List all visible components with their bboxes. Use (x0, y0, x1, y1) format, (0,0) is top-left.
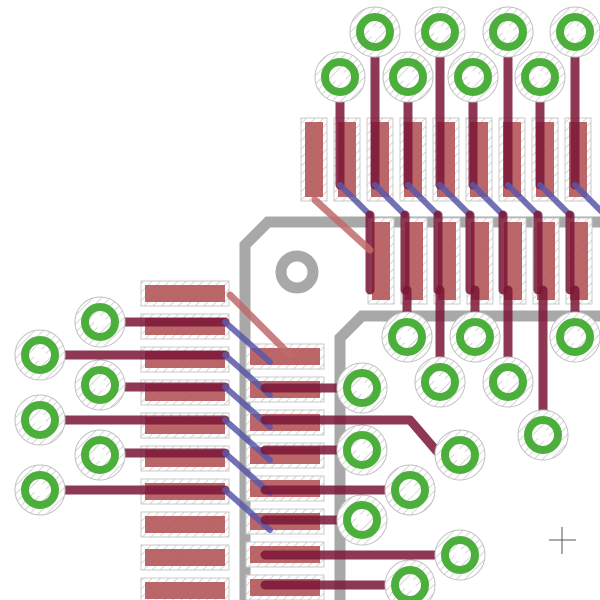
via (343, 501, 381, 539)
via (391, 566, 429, 600)
via (391, 471, 429, 509)
via-hole (502, 376, 514, 388)
via-hole (434, 26, 446, 38)
via (441, 536, 479, 574)
vias-layer (14, 6, 600, 600)
via-hole (569, 331, 581, 343)
via (388, 318, 426, 356)
via-hole (356, 444, 368, 456)
trace-bottom-layer (470, 182, 506, 218)
via (343, 369, 381, 407)
smd-pad (145, 549, 225, 566)
via (521, 58, 559, 96)
via-hole (404, 484, 416, 496)
via (21, 401, 59, 439)
via-hole (537, 429, 549, 441)
via-hole (356, 514, 368, 526)
trace-bottom-layer (337, 182, 373, 218)
via-hole (401, 331, 413, 343)
smd-pad (504, 222, 522, 300)
via-hole (369, 26, 381, 38)
smd-pad (145, 516, 225, 533)
via-hole (569, 26, 581, 38)
trace-bottom-layer (372, 182, 408, 218)
via-hole (469, 331, 481, 343)
via-hole (356, 382, 368, 394)
smd-pad (471, 222, 489, 300)
via-hole (467, 71, 479, 83)
via-hole (534, 71, 546, 83)
trace-bottom-layer (537, 182, 573, 218)
mounting-hole-icon (275, 250, 319, 294)
via-hole (94, 316, 106, 328)
via (456, 318, 494, 356)
trace-inner-layer (311, 196, 374, 254)
via (556, 318, 594, 356)
smd-pad (145, 582, 225, 599)
via (81, 436, 119, 474)
via-hole (402, 71, 414, 83)
trace-bottom-layer (405, 182, 441, 218)
trace-bottom-layer (222, 319, 273, 365)
via-hole (502, 26, 514, 38)
via-hole (34, 349, 46, 361)
via-hole (454, 549, 466, 561)
trace-bottom-layer (437, 182, 473, 218)
via-hole (434, 376, 446, 388)
trace-bottom-layer (572, 182, 600, 215)
via (81, 303, 119, 341)
via-hole (334, 71, 346, 83)
via (389, 58, 427, 96)
trace-bottom-layer (505, 182, 541, 218)
via-hole (34, 414, 46, 426)
via (81, 366, 119, 404)
via (343, 431, 381, 469)
via (454, 58, 492, 96)
via-hole (404, 579, 416, 591)
crosshair-icon (549, 527, 576, 554)
via (421, 363, 459, 401)
via-hole (94, 449, 106, 461)
trace-inner-layer (226, 291, 294, 359)
smd-pad (305, 122, 323, 197)
via (421, 13, 459, 51)
via (489, 13, 527, 51)
via (556, 13, 594, 51)
via-hole (454, 449, 466, 461)
via (489, 363, 527, 401)
via (356, 13, 394, 51)
traces-layer (35, 27, 600, 590)
via-hole (34, 484, 46, 496)
via (21, 336, 59, 374)
via (21, 471, 59, 509)
via (441, 436, 479, 474)
smd-pad (372, 222, 390, 300)
via-hole (94, 379, 106, 391)
smd-pad (145, 285, 225, 302)
via (524, 416, 562, 454)
via (321, 58, 359, 96)
